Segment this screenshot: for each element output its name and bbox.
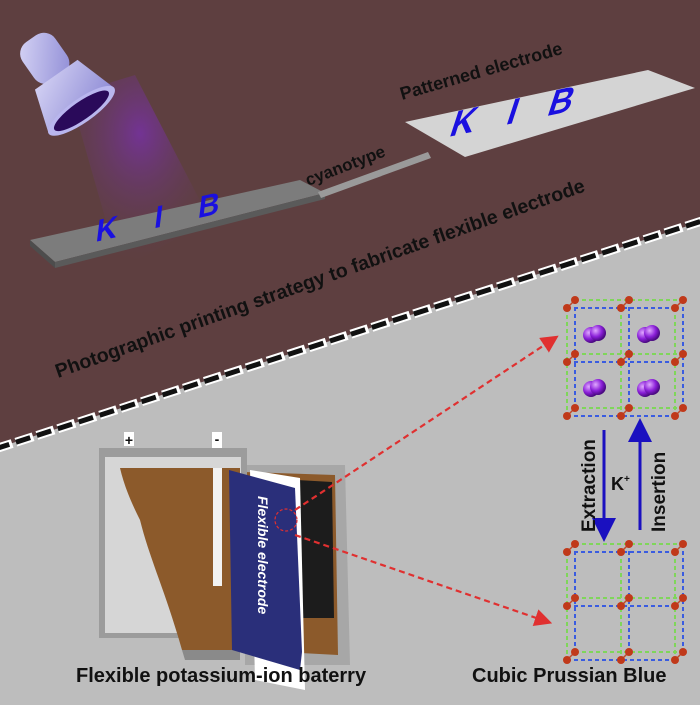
lattice-node [617, 358, 625, 366]
lattice-node [625, 540, 633, 548]
pointer-arrow-to-filled-lattice [294, 335, 559, 511]
section-divider [0, 216, 700, 453]
photomask-plate: K I B [30, 180, 325, 268]
lattice-node [563, 304, 571, 312]
extraction-label: Extraction [579, 439, 600, 532]
potassium-ion [590, 325, 606, 341]
battery-illustration: + - Flexible electrode [99, 431, 350, 690]
flexible-electrode-sheet [229, 470, 302, 670]
zoom-circle [274, 508, 298, 532]
lattice-node [679, 540, 687, 548]
lattice-node [679, 404, 687, 412]
lattice-node [617, 602, 625, 610]
potassium-ion [644, 325, 660, 341]
lattice-node [671, 304, 679, 312]
lattice-node [563, 656, 571, 664]
potassium-ion [644, 379, 660, 395]
lattice-node [679, 350, 687, 358]
lattice-node [617, 548, 625, 556]
lattice-node [671, 358, 679, 366]
lattice-node [671, 412, 679, 420]
lattice-node [571, 594, 579, 602]
crystal-caption: Cubic Prussian Blue [472, 665, 667, 687]
lattice-node [563, 412, 571, 420]
lattice-node [679, 296, 687, 304]
lattice-node [571, 350, 579, 358]
positive-terminal: + [125, 432, 133, 448]
lattice-node [571, 296, 579, 304]
lattice-node [625, 350, 633, 358]
lattice-node [671, 602, 679, 610]
lattice-node [679, 648, 687, 656]
lattice-node [671, 548, 679, 556]
lattice-node [679, 594, 687, 602]
patterned-electrode: K I B [405, 70, 695, 157]
lattice-node [571, 648, 579, 656]
ion-label: K+ [611, 474, 630, 494]
lattice-with-potassium [563, 296, 687, 420]
lattice-node [625, 296, 633, 304]
lattice-node [625, 404, 633, 412]
mask-letter: B [196, 185, 222, 226]
lattice-node [563, 548, 571, 556]
process-arrow [318, 152, 431, 198]
lattice-node [617, 304, 625, 312]
lattice-node [625, 594, 633, 602]
lattice-node [625, 648, 633, 656]
lattice-node [617, 412, 625, 420]
lattice-node [617, 656, 625, 664]
potassium-ion [590, 379, 606, 395]
battery-caption: Flexible potassium-ion baterry [76, 665, 367, 687]
lattice-node [563, 358, 571, 366]
negative-terminal: - [215, 431, 220, 447]
lattice-node [571, 540, 579, 548]
lattice-node [571, 404, 579, 412]
flexible-electrode-label: Flexible electrode [255, 496, 271, 614]
insertion-label: Insertion [649, 452, 670, 532]
lattice-node [563, 602, 571, 610]
lattice-node [671, 656, 679, 664]
lattice-empty [563, 540, 687, 664]
pointer-arrow-to-empty-lattice [294, 533, 553, 627]
